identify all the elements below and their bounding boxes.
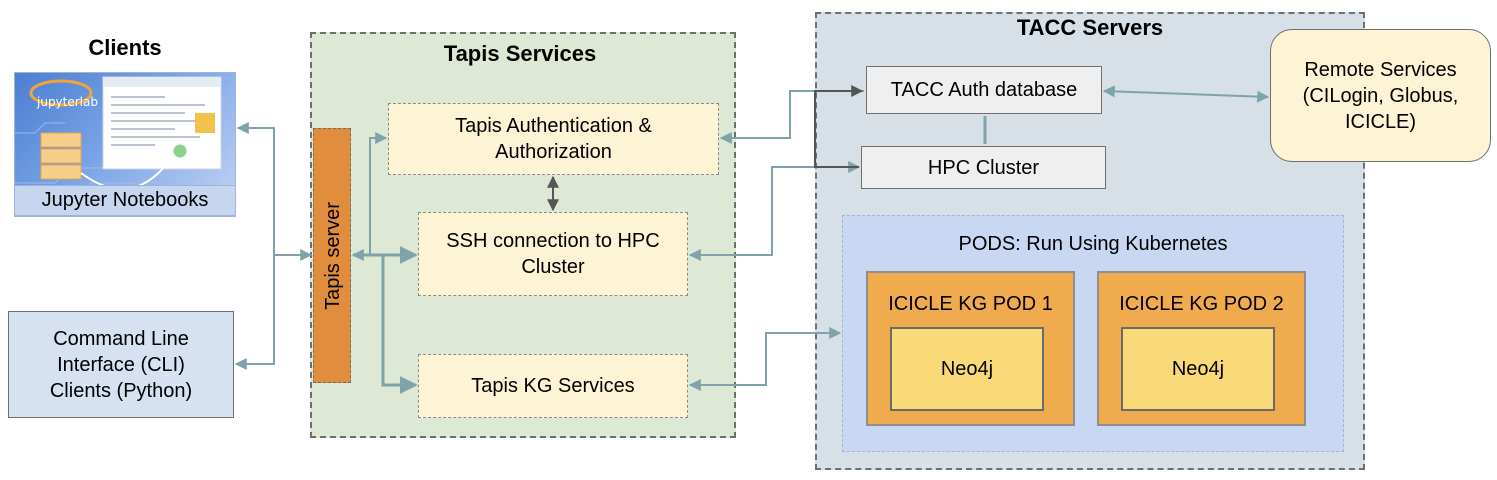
tacc-servers-title: TACC Servers <box>1016 15 1164 40</box>
arrow-jupyter-tapis <box>236 122 313 261</box>
jupyter-notebooks-label: Jupyter Notebooks <box>14 185 236 216</box>
arrow-ssh-hpc <box>688 161 861 261</box>
neo4j-box-1: Neo4j <box>890 327 1044 411</box>
hpc-cluster-box: HPC Cluster <box>861 146 1106 189</box>
cli-clients-box: Command Line Interface (CLI) Clients (Py… <box>8 311 234 418</box>
tacc-auth-database-box: TACC Auth database <box>866 66 1102 114</box>
tapis-services-title: Tapis Services <box>443 41 597 66</box>
clients-title: Clients <box>88 35 162 60</box>
tapis-kg-services-box: Tapis KG Services <box>418 354 688 418</box>
arrow-auth-authdb <box>719 90 864 144</box>
jupyter-illustration <box>15 76 235 214</box>
icicle-kg-pod-2: ICICLE KG POD 2 Neo4j <box>1097 271 1306 426</box>
jupyterlab-logo-text: jupyterlab <box>37 95 98 109</box>
arrow-kg-pods <box>688 327 842 391</box>
pod-2-title: ICICLE KG POD 2 <box>1119 293 1284 315</box>
icicle-kg-pod-1: ICICLE KG POD 1 Neo4j <box>866 271 1075 426</box>
tapis-server-bar: Tapis server <box>313 128 351 383</box>
arrow-server-kg <box>381 255 418 394</box>
remote-services-box: Remote Services (CILogin, Globus, ICICLE… <box>1270 29 1491 162</box>
arrow-cli-tapis <box>234 255 275 370</box>
arrow-hpc-authdb <box>814 85 864 168</box>
pods-title: PODS: Run Using Kubernetes <box>958 233 1228 255</box>
neo4j-box-2: Neo4j <box>1121 327 1275 411</box>
arrow-authdb-remote <box>1102 85 1270 103</box>
pod-1-title: ICICLE KG POD 1 <box>888 293 1053 315</box>
arrow-server-auth <box>351 132 388 261</box>
ssh-connection-box: SSH connection to HPC Cluster <box>418 212 688 296</box>
tapis-auth-box: Tapis Authentication & Authorization <box>388 103 719 175</box>
